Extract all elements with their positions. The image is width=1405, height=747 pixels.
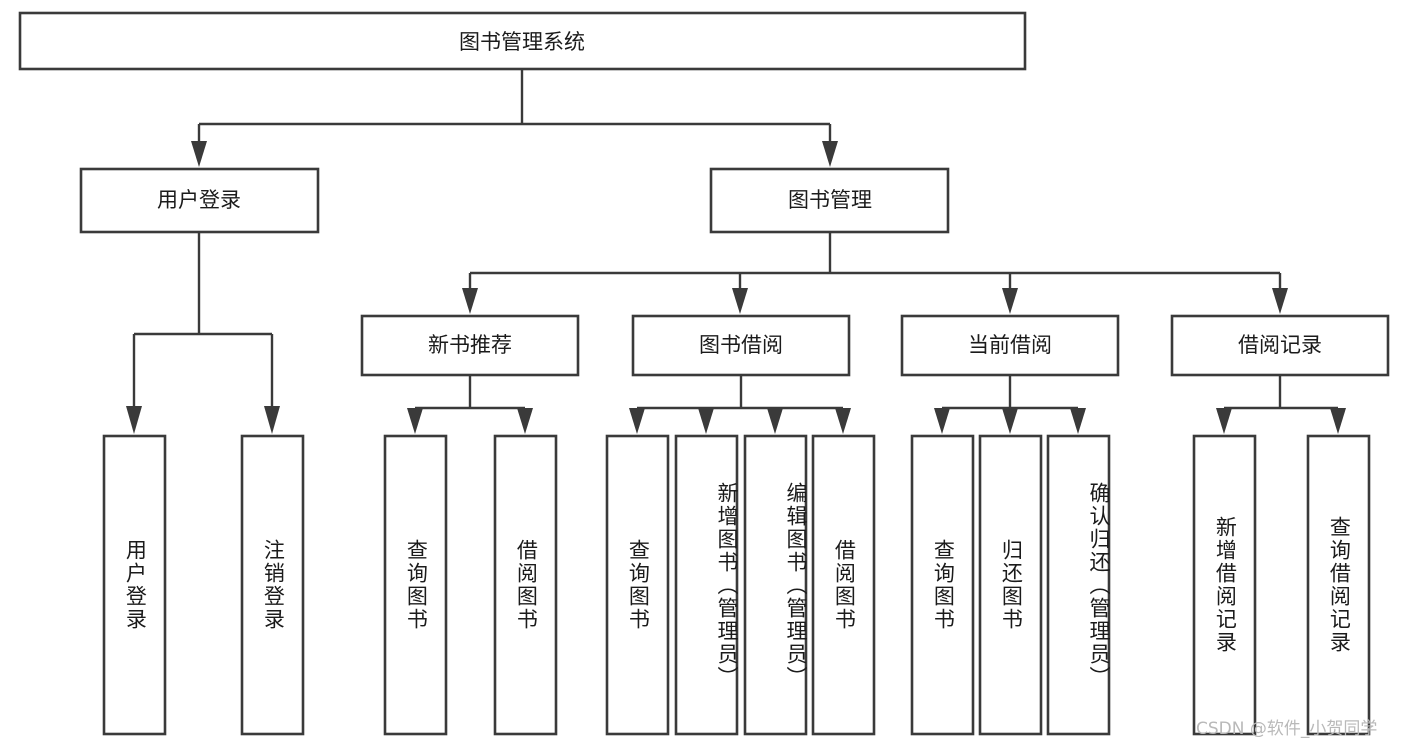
node-user-login[interactable]: 用户登录 (79, 167, 320, 234)
book-manage-box[interactable] (709, 167, 950, 234)
current-borrow-label: 当前借阅 (968, 333, 1052, 357)
leaf-box-add-book[interactable] (674, 434, 739, 736)
leaf-box-query-book-2[interactable] (605, 434, 670, 736)
arrow-br-leaf-2 (1330, 408, 1346, 434)
arrow-bm-to-borrow-record (1272, 288, 1288, 314)
node-book-borrow[interactable]: 图书借阅 (631, 314, 851, 377)
leaf-box-borrow-book-1[interactable] (493, 434, 558, 736)
new-book-recommend-label: 新书推荐 (428, 333, 512, 357)
leaf-box-confirm-return[interactable] (1046, 434, 1111, 736)
arrow-cb-leaf-1 (934, 408, 950, 434)
book-borrow-box[interactable] (631, 314, 851, 377)
user-login-label: 用户登录 (157, 188, 241, 212)
arrow-user-login-leaf-1 (126, 406, 142, 434)
borrow-record-box[interactable] (1170, 314, 1390, 377)
borrow-record-label: 借阅记录 (1238, 333, 1322, 357)
arrow-nbr-leaf-2 (517, 408, 533, 434)
arrow-nbr-leaf-1 (407, 408, 423, 434)
leaf-box-return-book[interactable] (978, 434, 1043, 736)
leaf-box-add-record[interactable] (1192, 434, 1257, 736)
leaf-box-query-book-3[interactable] (910, 434, 975, 736)
root-label: 图书管理系统 (459, 30, 585, 54)
book-borrow-label: 图书借阅 (699, 333, 783, 357)
new-book-recommend-box[interactable] (360, 314, 580, 377)
leaf-box-edit-book[interactable] (743, 434, 808, 736)
arrow-bm-to-book-borrow (732, 288, 748, 314)
arrow-root-to-user-login (191, 141, 207, 167)
leaf-box-borrow-book-2[interactable] (811, 434, 876, 736)
arrow-bb-leaf-2 (698, 408, 714, 434)
root-box[interactable] (18, 11, 1027, 71)
node-borrow-record[interactable]: 借阅记录 (1170, 314, 1390, 377)
arrow-bb-leaf-3 (767, 408, 783, 434)
arrow-bb-leaf-1 (629, 408, 645, 434)
arrow-user-login-leaf-2 (264, 406, 280, 434)
node-current-borrow[interactable]: 当前借阅 (900, 314, 1120, 377)
node-root[interactable]: 图书管理系统 (18, 11, 1027, 71)
arrow-cb-leaf-2 (1002, 408, 1018, 434)
leaf-box-logout[interactable] (240, 434, 305, 736)
arrow-bm-to-new-book (462, 288, 478, 314)
book-manage-label: 图书管理 (788, 188, 872, 212)
arrow-root-to-book-manage (822, 141, 838, 167)
leaf-box-user-login[interactable] (102, 434, 167, 736)
current-borrow-box[interactable] (900, 314, 1120, 377)
leaf-box-query-record[interactable] (1306, 434, 1371, 736)
leaf-box-query-book-1[interactable] (383, 434, 448, 736)
node-new-book-recommend[interactable]: 新书推荐 (360, 314, 580, 377)
arrow-br-leaf-1 (1216, 408, 1232, 434)
csdn-watermark: CSDN @软件_小贺同学 (1196, 719, 1378, 739)
arrow-bm-to-current-borrow (1002, 288, 1018, 314)
node-book-manage[interactable]: 图书管理 (709, 167, 950, 234)
arrow-bb-leaf-4 (835, 408, 851, 434)
arrow-cb-leaf-3 (1070, 408, 1086, 434)
